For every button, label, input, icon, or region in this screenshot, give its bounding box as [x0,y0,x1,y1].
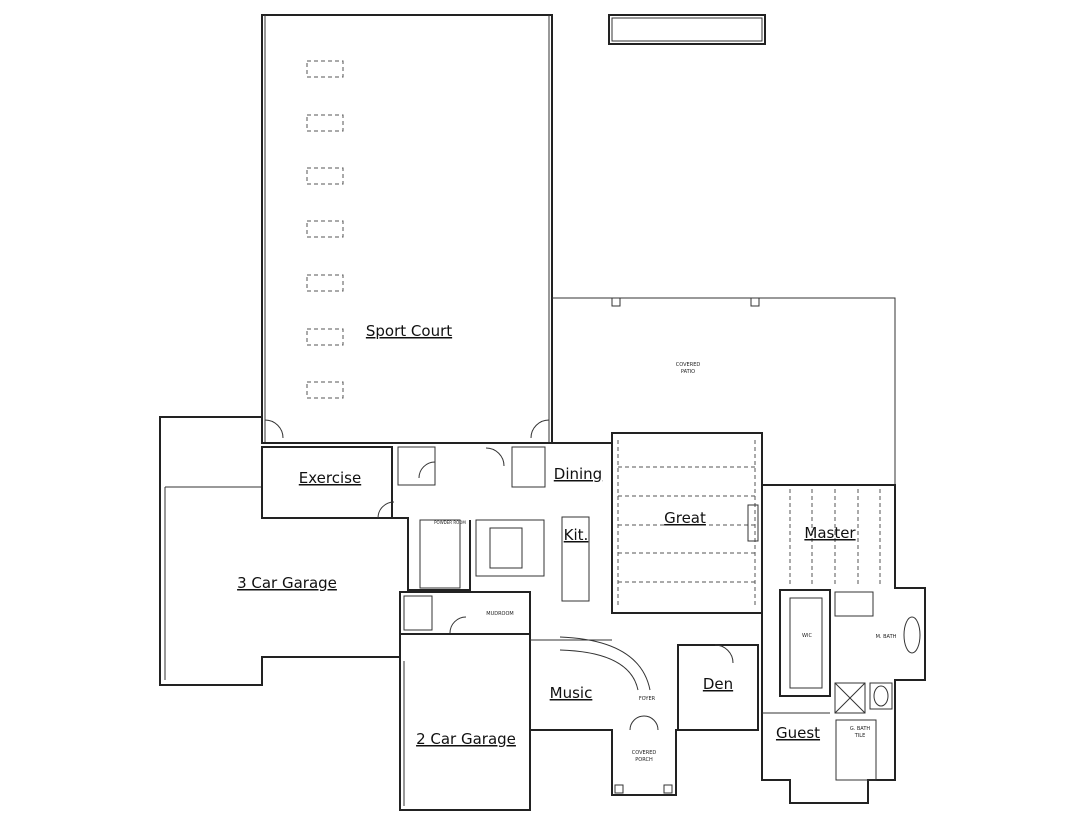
label-mudroom: MUDROOM [486,611,513,617]
room-label-kitchen: Kit. [564,526,589,544]
exercise-room [261,442,612,519]
label-m-bath: M. BATH [876,634,897,640]
three-car-garage [159,416,401,686]
room-label-great: Great [664,509,706,527]
front-core [529,634,759,796]
label-covered-patio-1: COVERED [676,362,701,368]
master-suite [762,484,926,714]
room-label-dining: Dining [554,465,602,483]
top-window-box [608,14,766,45]
room-label-music: Music [550,684,593,702]
mudroom [399,591,531,635]
label-covered-patio-2: PATIO [681,369,695,375]
room-label-sport-court: Sport Court [366,322,452,340]
room-label-master: Master [804,524,856,542]
label-covered-porch-1: COVERED [632,750,657,756]
label-powder: POWDER ROOM [434,520,466,525]
label-g-bath-1: G. BATH [850,726,871,732]
label-wic: WIC [802,633,812,639]
room-label-three-car-garage: 3 Car Garage [237,574,337,592]
covered-patio [552,297,896,485]
wic [779,589,831,697]
sport-court-windows [306,60,344,399]
label-g-bath-2: TILE [854,733,865,739]
sport-court [261,14,553,444]
room-label-guest: Guest [776,724,820,742]
room-label-exercise: Exercise [299,469,361,487]
guest-suite [761,598,896,804]
label-foyer: FOYER [639,696,656,702]
room-label-two-car-garage: 2 Car Garage [416,730,516,748]
two-car-garage [399,657,531,811]
label-covered-porch-2: PORCH [635,757,653,763]
kitchen-dining-core [392,446,590,602]
great-room [611,432,763,614]
room-label-den: Den [703,675,733,693]
